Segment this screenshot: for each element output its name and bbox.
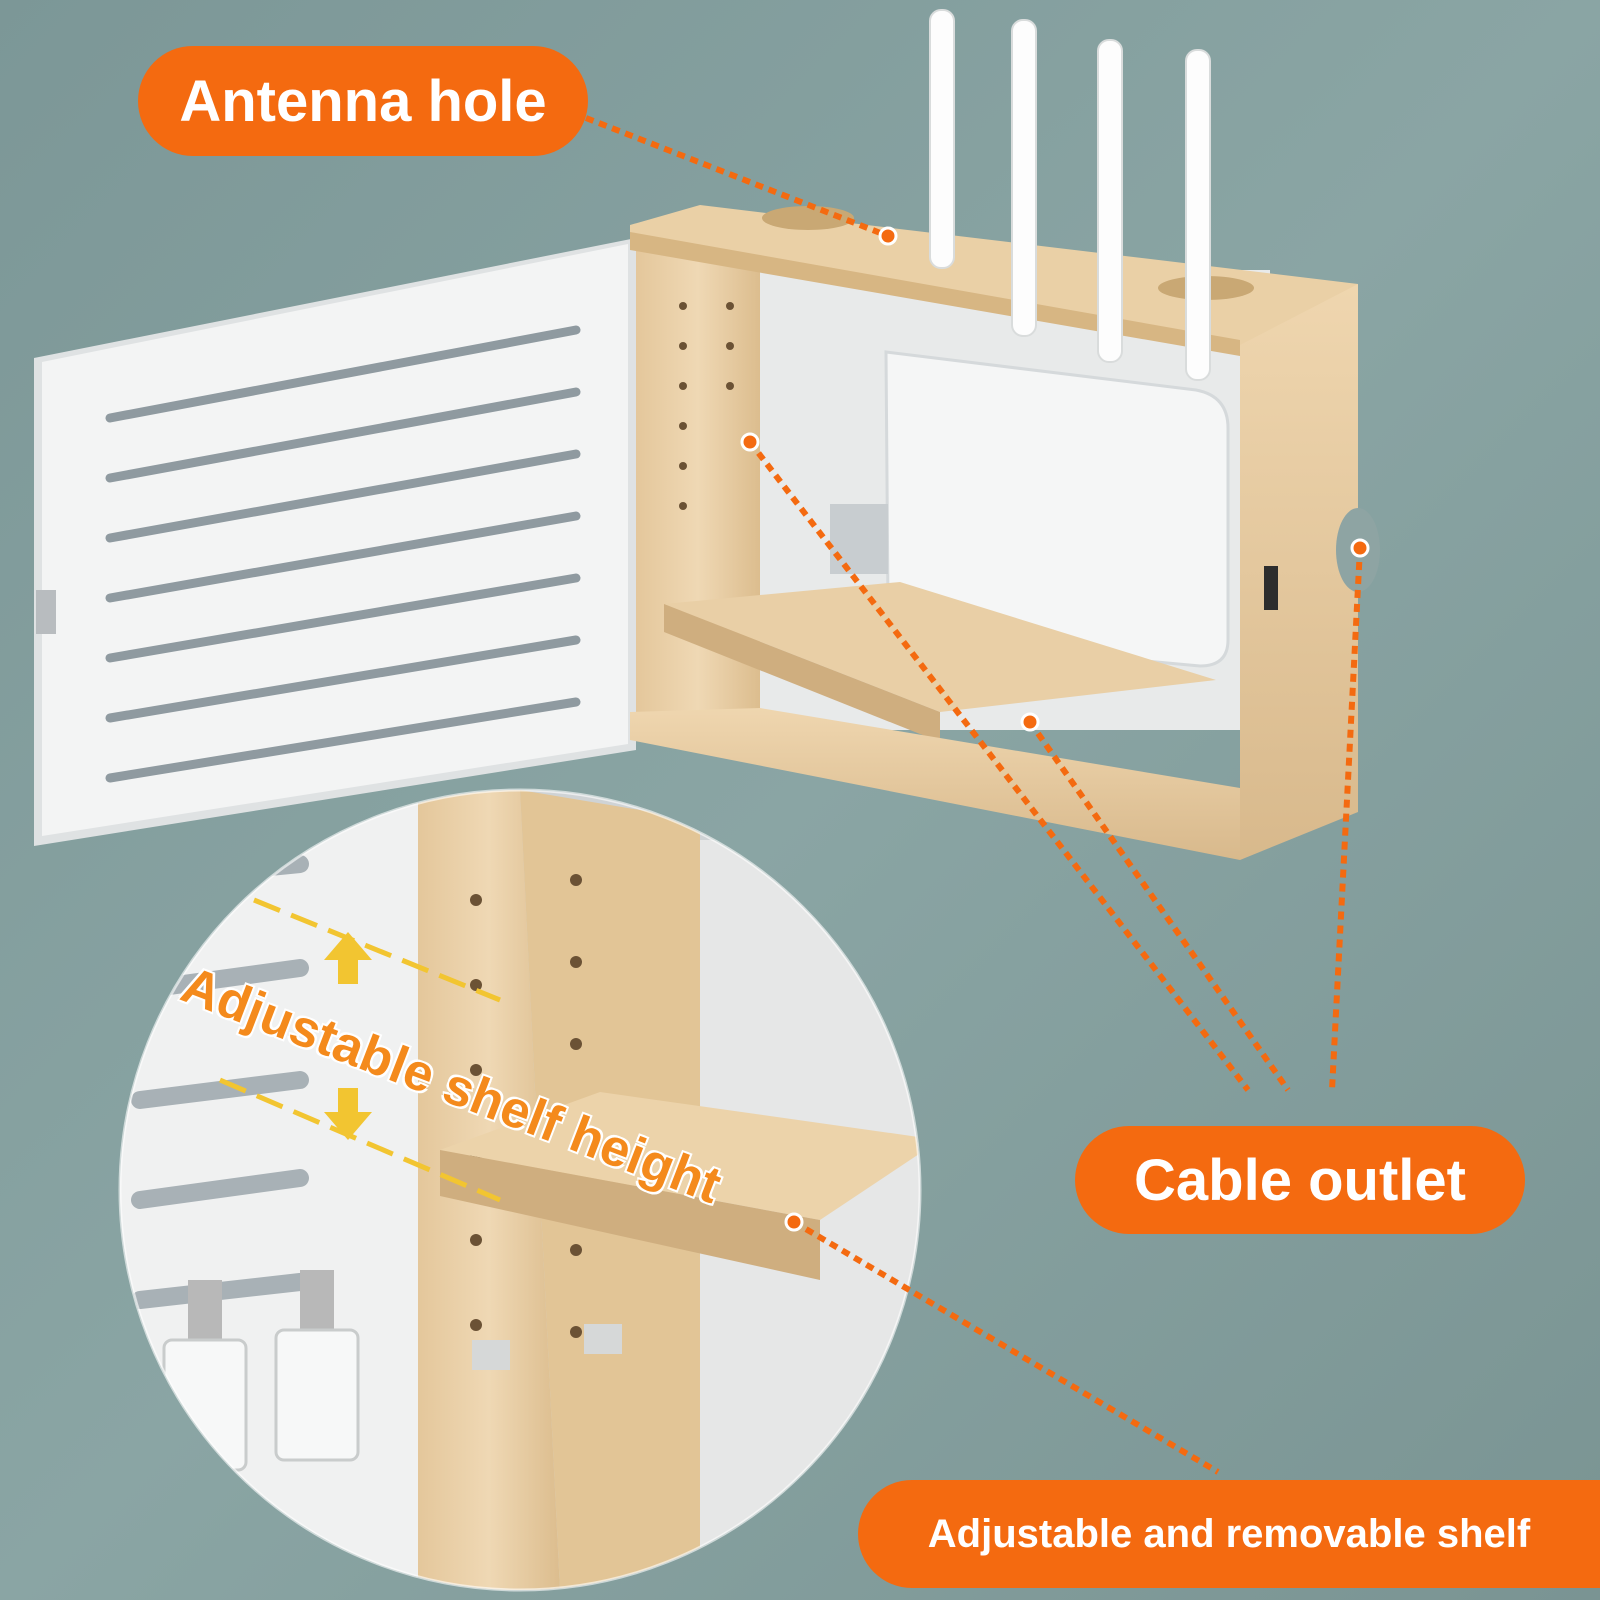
- marker-cable-left: [740, 432, 760, 452]
- removable-shelf-label: Adjustable and removable shelf: [858, 1480, 1600, 1588]
- arrow-down-icon: [324, 1088, 372, 1140]
- detail-magnifier: [120, 790, 920, 1590]
- cabinet-latch: [1264, 566, 1278, 610]
- marker-shelf: [784, 1212, 804, 1232]
- antenna-icon: [929, 9, 1211, 381]
- arrow-up-icon: [324, 932, 372, 984]
- leader-lines: [584, 115, 1363, 1475]
- marker-antenna-hole: [878, 226, 898, 246]
- marker-cable-right: [1350, 538, 1370, 558]
- door-hinge: [36, 590, 56, 634]
- router-cabinet: [630, 9, 1380, 860]
- antenna-hole-label: Antenna hole: [138, 46, 588, 156]
- antenna-hole: [762, 206, 854, 230]
- cabinet-door: [34, 238, 636, 846]
- router-icon: [830, 350, 1230, 668]
- marker-cable-bottom: [1020, 712, 1040, 732]
- cable-outlet-label: Cable outlet: [1075, 1126, 1525, 1234]
